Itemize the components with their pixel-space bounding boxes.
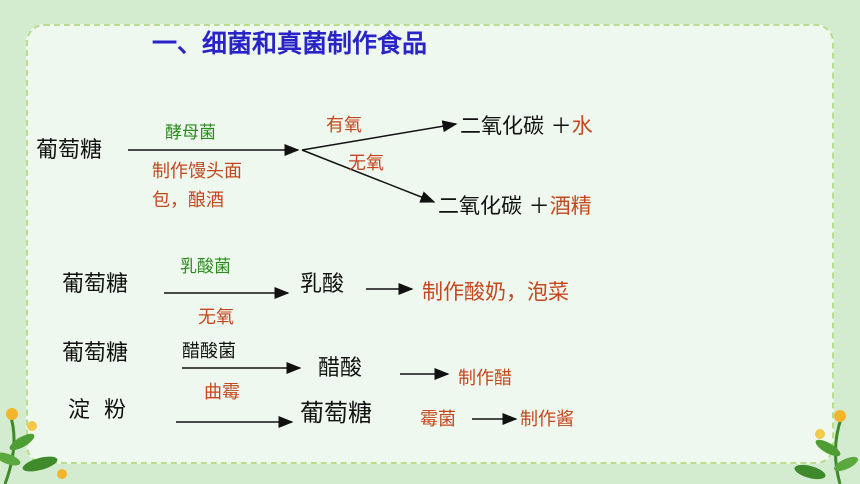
row1-aerobic-product-extra: 水: [571, 114, 593, 138]
row3-source: 葡萄糖: [62, 341, 129, 366]
row4-microbe: 曲霉: [204, 382, 240, 403]
content-panel: [26, 24, 834, 464]
row1-aerobic-product: 二氧化碳 ＋水: [460, 114, 593, 138]
row1-anaerobic-product-extra: 酒精: [549, 194, 592, 218]
row1-aerobic-label: 有氧: [326, 115, 362, 136]
row1-anaerobic-product: 二氧化碳 ＋酒精: [438, 194, 592, 218]
row2-use: 制作酸奶，泡菜: [422, 280, 569, 304]
row2-source: 葡萄糖: [62, 272, 129, 297]
row4-source: 淀 粉: [68, 398, 126, 423]
row1-aerobic-arrow: [301, 120, 458, 151]
row3-use: 制作醋: [458, 368, 512, 389]
row1-anaerobic-arrow: [301, 149, 436, 203]
row3-microbe: 醋酸菌: [182, 341, 236, 362]
page-title: 一、细菌和真菌制作食品: [152, 29, 428, 58]
row2-product: 乳酸: [300, 272, 345, 297]
plant-decoration-left-icon: [0, 408, 67, 484]
row1-anaerobic-label: 无氧: [348, 153, 384, 174]
row1-use-line1: 制作馒头面: [152, 161, 242, 182]
row2-condition: 无氧: [198, 307, 234, 328]
plant-decoration-right-icon: [794, 410, 858, 484]
row1-anaerobic-product-base: 二氧化碳 ＋: [438, 194, 550, 218]
row2-microbe: 乳酸菌: [180, 257, 231, 277]
row1-use-line2: 包，酿酒: [152, 190, 224, 211]
row1-source: 葡萄糖: [36, 138, 103, 163]
row1-microbe: 酵母菌: [165, 123, 216, 143]
row1-aerobic-product-base: 二氧化碳 ＋: [460, 114, 572, 138]
row4-use: 制作酱: [520, 409, 574, 430]
row3-product: 醋酸: [318, 356, 363, 381]
row4-next-microbe: 霉菌: [420, 409, 456, 430]
row4-product: 葡萄糖: [300, 399, 372, 427]
